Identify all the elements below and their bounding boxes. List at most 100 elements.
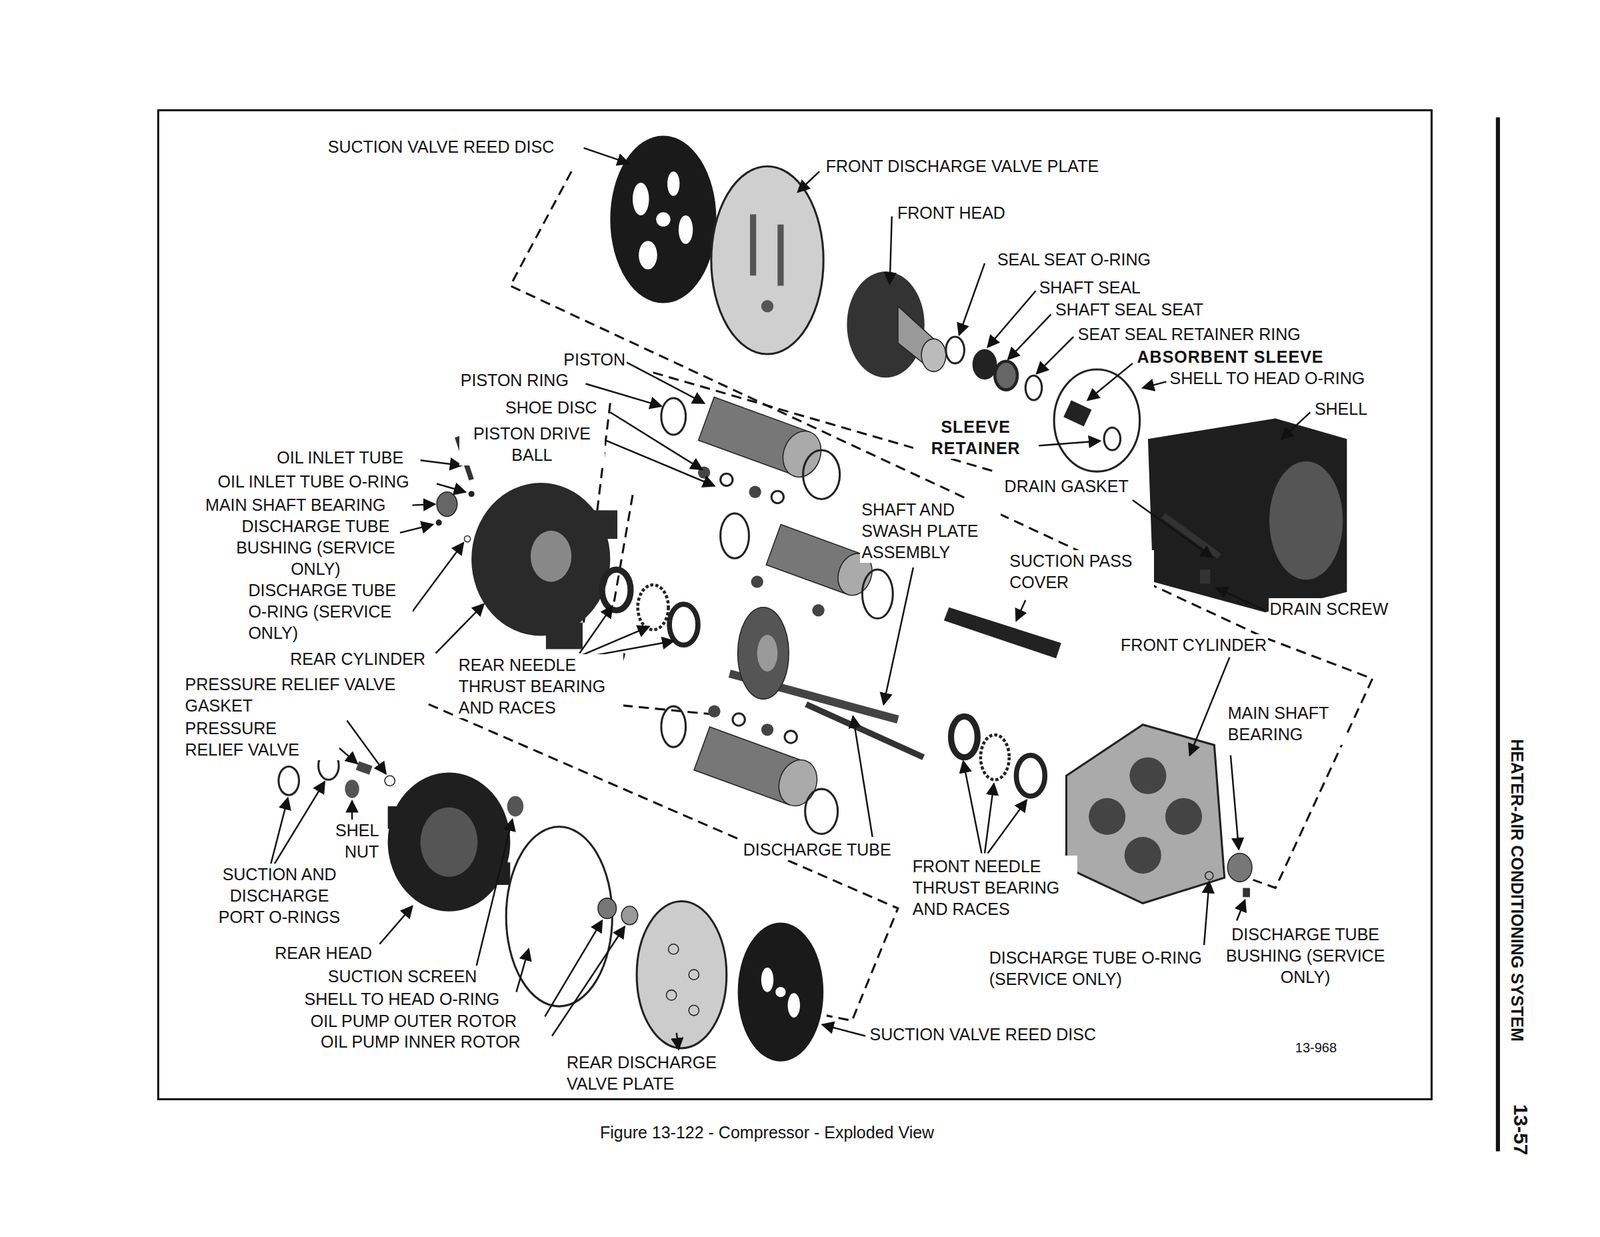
leader-line	[552, 926, 625, 1036]
shell	[1148, 418, 1347, 613]
piston	[771, 490, 784, 503]
rear-head	[344, 779, 359, 798]
leader-line	[579, 606, 612, 653]
leader-line	[853, 716, 873, 837]
rear-head	[388, 806, 407, 829]
piston	[694, 726, 824, 812]
piston	[761, 723, 774, 736]
rear-head	[356, 761, 373, 775]
leader-line	[890, 216, 892, 284]
front-cylinder	[1205, 871, 1214, 880]
leader-line	[1008, 314, 1051, 359]
piston	[812, 604, 824, 616]
rear-parts	[738, 922, 824, 1062]
rear-parts	[666, 990, 677, 1000]
leader-line	[1016, 600, 1026, 621]
front-cylinder	[1124, 836, 1162, 874]
rear-cylinder	[530, 530, 572, 582]
part-label: SHELL TO HEAD O-RING	[1168, 367, 1367, 389]
shell	[1200, 569, 1210, 584]
assembly-dashes	[428, 171, 1373, 1020]
leader-line	[412, 504, 435, 506]
part-label: SLEEVE RETAINER	[913, 416, 1039, 459]
part-label: SEAT SEAL RETAINER RING	[1076, 323, 1302, 345]
part-label: PRESSURE RELIEF VALVE GASKET	[184, 673, 424, 716]
valve-plate	[711, 166, 824, 354]
suction-reed-disc	[632, 182, 649, 216]
part-label: DISCHARGE TUBE	[742, 838, 893, 860]
thrust-bearing	[980, 734, 1010, 780]
part-label: ABSORBENT SLEEVE	[1136, 346, 1326, 368]
suction-reed-disc	[610, 136, 716, 304]
part-label: REAR NEEDLE THRUST BEARING AND RACES	[457, 654, 624, 718]
leader-line	[346, 720, 386, 774]
part-label: REAR CYLINDER	[288, 648, 427, 670]
leader-line	[822, 1024, 866, 1036]
front-head	[972, 348, 998, 380]
rear-head	[278, 766, 300, 795]
suction-reed-disc	[667, 171, 680, 196]
part-label: PISTON	[562, 348, 627, 370]
leader-line	[584, 148, 629, 164]
part-label: SHAFT SEAL SEAT	[1054, 298, 1205, 320]
part-label: SHELL	[1313, 398, 1369, 420]
part-label: SUCTION VALVE REED DISC	[868, 1023, 1098, 1045]
piston	[661, 397, 893, 834]
leader-line	[1230, 755, 1239, 850]
part-label: OIL PUMP INNER ROTOR	[319, 1030, 522, 1052]
leader-line	[676, 1032, 679, 1049]
part-label: SUCTION AND DISCHARGE PORT O-RINGS	[204, 863, 355, 928]
rear-cylinder	[436, 492, 458, 517]
shaft-assembly	[738, 607, 790, 700]
leader-line	[963, 761, 982, 854]
part-label: PRESSURE RELIEF VALVE	[184, 717, 340, 760]
suction-reed-disc	[610, 136, 716, 304]
rear-parts	[688, 969, 699, 980]
part-label: SHELL TO HEAD O-RING	[303, 988, 502, 1010]
front-cylinder	[1242, 888, 1250, 898]
part-label: FRONT HEAD	[896, 202, 1007, 224]
front-cylinder	[1088, 798, 1126, 835]
figure-code: 13-968	[1294, 1036, 1338, 1058]
rear-parts	[506, 826, 612, 1006]
part-label: FRONT DISCHARGE VALVE PLATE	[824, 155, 1100, 177]
part-label: DISCHARGE TUBE BUSHING (SERVICE ONLY)	[1222, 923, 1389, 988]
rear-head	[388, 772, 511, 912]
frame	[1496, 117, 1500, 1151]
thrust-bearing	[951, 716, 978, 757]
front-cylinder	[1129, 757, 1166, 794]
part-label: DRAIN GASKET	[1003, 475, 1130, 497]
part-label: REAR HEAD	[273, 942, 374, 964]
part-label: MAIN SHAFT BEARING	[1226, 702, 1347, 745]
thrust-bearing	[1016, 755, 1045, 796]
front-head	[946, 336, 965, 364]
leader-line	[436, 483, 466, 492]
piston	[751, 575, 764, 588]
rear-parts	[621, 906, 638, 925]
part-label: SHAFT AND SWASH PLATE ASSEMBLY	[860, 498, 1001, 563]
part-label: OIL INLET TUBE O-RING	[216, 470, 410, 492]
front-cylinder	[1165, 798, 1202, 835]
leader-line	[988, 800, 1027, 854]
piston	[720, 473, 733, 486]
rear-cylinder	[468, 490, 475, 497]
part-label: FRONT CYLINDER	[1119, 634, 1268, 656]
suction-reed-disc	[638, 240, 658, 270]
suction-reed-disc	[678, 215, 693, 244]
valve-plate	[750, 214, 756, 276]
leader-line	[602, 438, 714, 486]
valve-plate	[777, 224, 784, 286]
leader-line	[516, 948, 529, 992]
piston	[803, 450, 840, 499]
piston	[661, 706, 686, 747]
leader-line	[1036, 336, 1074, 374]
part-label: OIL INLET TUBE	[275, 446, 405, 468]
leader-line	[475, 819, 512, 970]
part-label: DISCHARGE TUBE BUSHING (SERVICE ONLY)	[232, 515, 399, 580]
rear-head	[384, 775, 395, 786]
section-title: HEATER-AIR CONDITIONING SYSTEM	[1506, 737, 1528, 1043]
rear-parts	[761, 967, 774, 992]
rear-parts	[598, 898, 617, 919]
leader-line	[400, 524, 433, 533]
